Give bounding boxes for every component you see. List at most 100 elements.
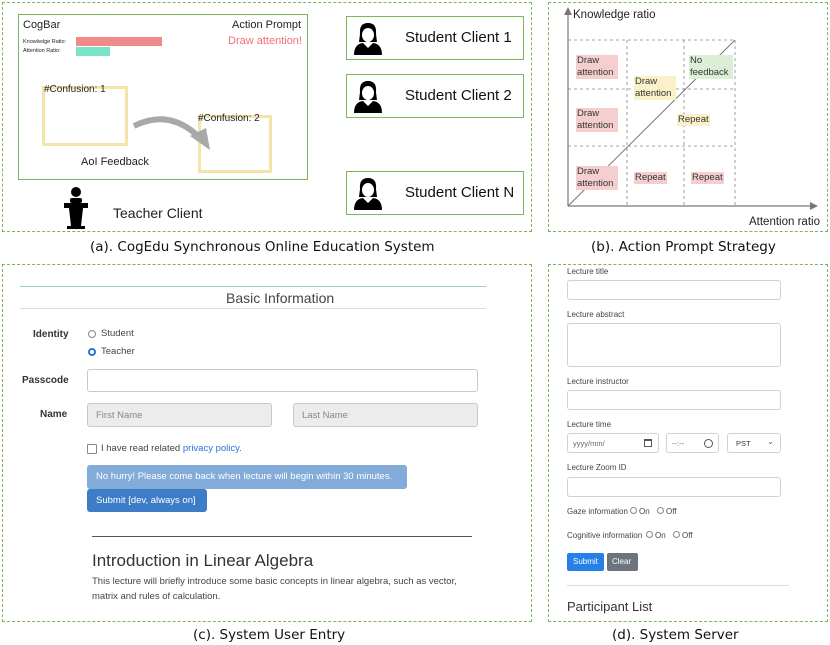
notice-button[interactable]: No hurry! Please come back when lecture … xyxy=(87,465,407,489)
heading-rule-top xyxy=(20,286,486,287)
aoi-box-1 xyxy=(42,86,128,146)
cognitive-on-label: On xyxy=(655,531,666,540)
date-input[interactable]: yyyy/mm/ xyxy=(567,433,659,453)
knowledge-ratio-bar xyxy=(76,37,162,46)
cognitive-on-radio[interactable] xyxy=(646,531,653,538)
cell-bot-mid: Repeat xyxy=(634,172,667,184)
lecture-title-label: Lecture title xyxy=(567,267,609,276)
confusion-2-label: #Confusion: 2 xyxy=(198,113,260,124)
panel-d-border xyxy=(548,264,828,622)
teacher-screen xyxy=(18,14,308,180)
server-submit-label: Submit xyxy=(573,557,598,566)
gaze-on-radio[interactable] xyxy=(630,507,637,514)
lecture-instructor-input[interactable] xyxy=(567,390,781,410)
lecture-title-input[interactable] xyxy=(567,280,781,300)
caption-d: (d). System Server xyxy=(612,627,739,643)
student-client-box: Student Client N xyxy=(346,171,524,215)
action-prompt-title: Action Prompt xyxy=(232,19,302,31)
clear-label: Clear xyxy=(612,557,632,566)
last-name-input[interactable]: Last Name xyxy=(293,403,478,427)
lecture-desc-1: This lecture will briefly introduce some… xyxy=(92,576,457,587)
policy-checkbox[interactable] xyxy=(87,444,97,454)
caption-b: (b). Action Prompt Strategy xyxy=(591,239,776,255)
student-client-box: Student Client 2 xyxy=(346,74,524,118)
timezone-select[interactable]: PST ⌄ xyxy=(727,433,781,453)
panel-c-border xyxy=(2,264,532,622)
cell-top-left: Draw attention xyxy=(576,55,618,79)
heading-rule-bottom xyxy=(20,308,486,309)
student-icon xyxy=(354,23,382,55)
name-label: Name xyxy=(40,409,68,420)
privacy-policy-link[interactable]: privacy policy. xyxy=(182,443,242,454)
student-client-label: Student Client N xyxy=(405,184,515,201)
teacher-client-label: Teacher Client xyxy=(113,205,203,221)
caption-a: (a). CogEdu Synchronous Online Education… xyxy=(90,239,435,255)
attention-ratio-label: Attention Ratio: xyxy=(23,48,61,54)
lecture-desc-2: matrix and rules of calculation. xyxy=(92,591,221,602)
panel-a-border xyxy=(2,2,532,232)
aoi-feedback-label: AoI Feedback xyxy=(81,156,149,168)
radio-student[interactable] xyxy=(88,330,96,338)
lecture-abstract-input[interactable] xyxy=(567,323,781,367)
time-placeholder: --:-- xyxy=(672,439,685,448)
submit-dev-button[interactable]: Submit [dev, always on] xyxy=(87,489,207,512)
x-axis-label: Attention ratio xyxy=(749,216,820,228)
gaze-off-label: Off xyxy=(666,507,677,516)
clock-icon[interactable] xyxy=(704,439,713,448)
passcode-label: Passcode xyxy=(22,375,69,386)
student-client-box: Student Client 1 xyxy=(346,16,524,60)
clear-button[interactable]: Clear xyxy=(607,553,638,571)
zoom-id-input[interactable] xyxy=(567,477,781,497)
radio-student-label: Student xyxy=(101,328,134,339)
first-name-input[interactable]: First Name xyxy=(87,403,272,427)
lecture-time-label: Lecture time xyxy=(567,420,612,429)
date-placeholder: yyyy/mm/ xyxy=(573,439,605,448)
student-icon xyxy=(354,81,382,113)
action-prompt-text: Draw attention! xyxy=(228,35,302,47)
attention-ratio-bar xyxy=(76,47,110,56)
y-axis-label: Knowledge ratio xyxy=(573,9,656,21)
cell-bot-left: Draw attention xyxy=(576,166,618,190)
caption-c: (c). System User Entry xyxy=(193,627,346,643)
teacher-icon xyxy=(64,187,88,229)
gaze-on-label: On xyxy=(639,507,650,516)
cell-mid-right: Repeat xyxy=(677,114,710,126)
server-submit-button[interactable]: Submit xyxy=(567,553,604,571)
cognitive-off-radio[interactable] xyxy=(673,531,680,538)
participant-list-heading: Participant List xyxy=(567,599,653,614)
student-icon xyxy=(354,178,382,210)
submit-dev-label: Submit [dev, always on] xyxy=(96,495,196,506)
policy-text: I have read related privacy policy. xyxy=(101,443,242,454)
gaze-label: Gaze information xyxy=(567,507,628,516)
student-client-label: Student Client 1 xyxy=(405,29,512,46)
lecture-rule xyxy=(92,536,472,537)
lecture-title: Introduction in Linear Algebra xyxy=(92,551,314,570)
basic-info-heading: Basic Information xyxy=(226,290,335,306)
panel-b-border xyxy=(548,2,828,232)
aoi-box-2 xyxy=(198,115,272,173)
cell-mid-left: Draw attention xyxy=(576,108,618,132)
chevron-down-icon: ⌄ xyxy=(767,437,774,446)
student-client-label: Student Client 2 xyxy=(405,87,512,104)
time-input[interactable]: --:-- xyxy=(666,433,719,453)
zoom-id-label: Lecture Zoom ID xyxy=(567,463,627,472)
cell-top-right: No feedback xyxy=(689,55,733,79)
radio-teacher-label: Teacher xyxy=(101,346,135,357)
gaze-off-radio[interactable] xyxy=(657,507,664,514)
radio-teacher[interactable] xyxy=(88,348,96,356)
cogbar-title: CogBar xyxy=(23,19,61,31)
first-name-placeholder: First Name xyxy=(96,410,143,421)
identity-label: Identity xyxy=(33,329,69,340)
passcode-input[interactable] xyxy=(87,369,478,392)
cell-bot-right: Repeat xyxy=(691,172,724,184)
confusion-1-label: #Confusion: 1 xyxy=(44,84,106,95)
calendar-icon[interactable] xyxy=(644,439,652,447)
timezone-value: PST xyxy=(736,439,751,448)
transition-arrow xyxy=(132,116,210,150)
cognitive-off-label: Off xyxy=(682,531,693,540)
cognitive-label: Cognitive information xyxy=(567,531,643,540)
lecture-instructor-label: Lecture instructor xyxy=(567,377,629,386)
lecture-abstract-label: Lecture abstract xyxy=(567,310,625,319)
knowledge-ratio-label: Knowledge Ratio: xyxy=(23,39,67,45)
last-name-placeholder: Last Name xyxy=(302,410,348,421)
